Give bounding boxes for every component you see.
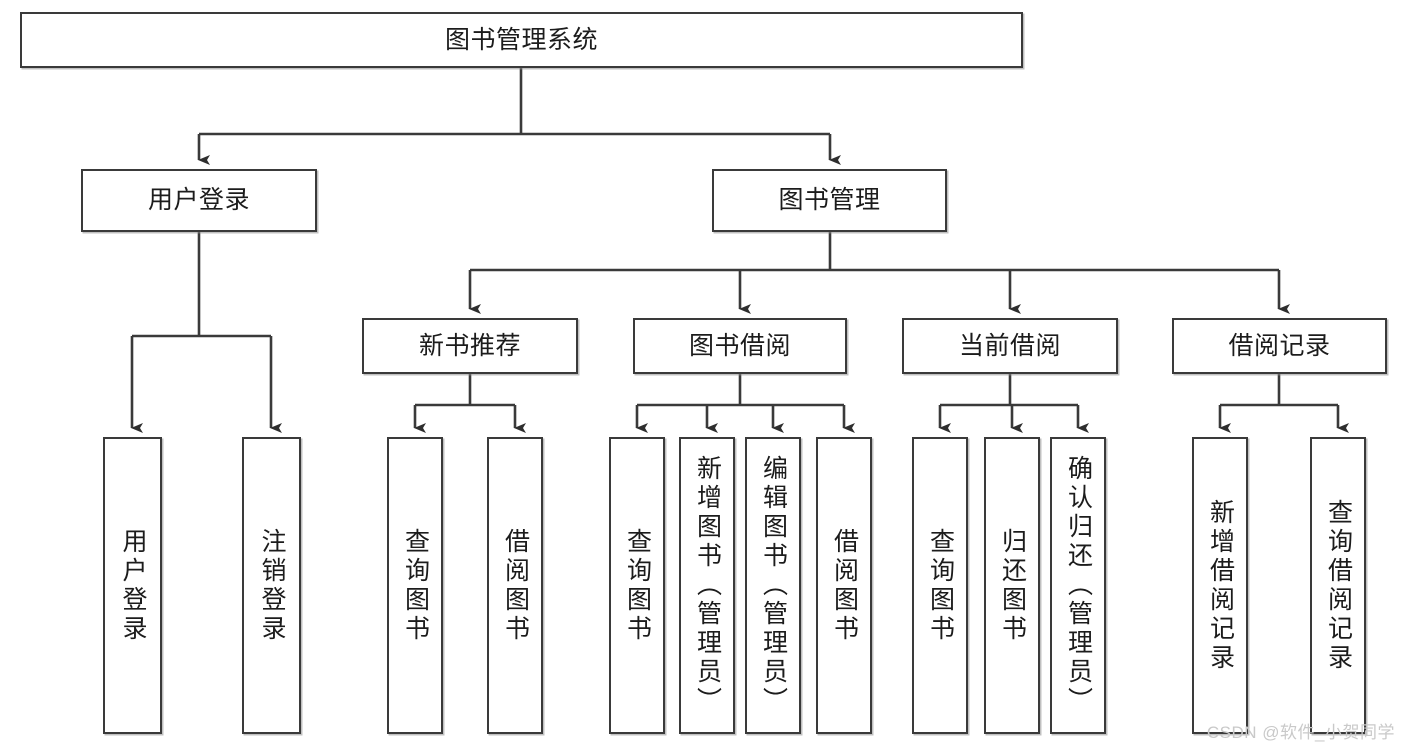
node-leaf-query-book-current-label: 查询图书 [926,527,955,644]
node-new-book-recommend[interactable]: 新书推荐 [362,318,578,374]
node-leaf-add-book-admin-label: 新增图书（管理员） [693,455,722,716]
node-leaf-borrow-book-label: 借阅图书 [830,527,859,644]
node-leaf-user-login-label: 用户登录 [119,527,147,644]
node-leaf-edit-book-admin[interactable]: 编辑图书（管理员） [745,437,801,734]
node-leaf-return-book-label: 归还图书 [998,527,1027,644]
node-leaf-confirm-return-admin[interactable]: 确认归还（管理员） [1050,437,1106,734]
node-book-borrow-label: 图书借阅 [688,331,791,360]
watermark-text: CSDN @软件_小贺同学 [1206,723,1395,742]
node-root-label: 图书管理系统 [444,25,598,54]
node-leaf-query-book-borrow[interactable]: 查询图书 [609,437,665,734]
node-leaf-query-book-rec[interactable]: 查询图书 [387,437,443,734]
node-leaf-add-book-admin[interactable]: 新增图书（管理员） [679,437,735,734]
node-leaf-borrow-book-rec[interactable]: 借阅图书 [487,437,543,734]
node-borrow-records-label: 借阅记录 [1228,331,1331,360]
node-leaf-add-borrow-record[interactable]: 新增借阅记录 [1192,437,1248,734]
node-leaf-add-borrow-record-label: 新增借阅记录 [1206,498,1235,673]
node-leaf-return-book[interactable]: 归还图书 [984,437,1040,734]
node-root[interactable]: 图书管理系统 [20,12,1023,68]
node-leaf-borrow-book-rec-label: 借阅图书 [501,527,530,644]
node-book-manage[interactable]: 图书管理 [712,169,947,232]
node-current-borrow-label: 当前借阅 [958,331,1061,360]
node-current-borrow[interactable]: 当前借阅 [902,318,1118,374]
node-user-login[interactable]: 用户登录 [81,169,317,232]
node-new-book-recommend-label: 新书推荐 [418,331,521,360]
node-leaf-query-book-borrow-label: 查询图书 [623,527,652,644]
node-leaf-borrow-book[interactable]: 借阅图书 [816,437,872,734]
node-user-login-label: 用户登录 [147,186,250,215]
node-leaf-user-login[interactable]: 用户登录 [103,437,162,734]
node-leaf-query-book-rec-label: 查询图书 [401,527,430,644]
node-leaf-user-logout-label: 注销登录 [258,527,286,644]
node-leaf-query-book-current[interactable]: 查询图书 [912,437,968,734]
node-leaf-query-borrow-record-label: 查询借阅记录 [1324,498,1353,673]
node-book-borrow[interactable]: 图书借阅 [633,318,847,374]
node-borrow-records[interactable]: 借阅记录 [1172,318,1387,374]
node-leaf-edit-book-admin-label: 编辑图书（管理员） [759,455,788,716]
node-leaf-confirm-return-admin-label: 确认归还（管理员） [1064,455,1093,716]
node-leaf-query-borrow-record[interactable]: 查询借阅记录 [1310,437,1366,734]
node-leaf-user-logout[interactable]: 注销登录 [242,437,301,734]
node-book-manage-label: 图书管理 [778,186,881,215]
